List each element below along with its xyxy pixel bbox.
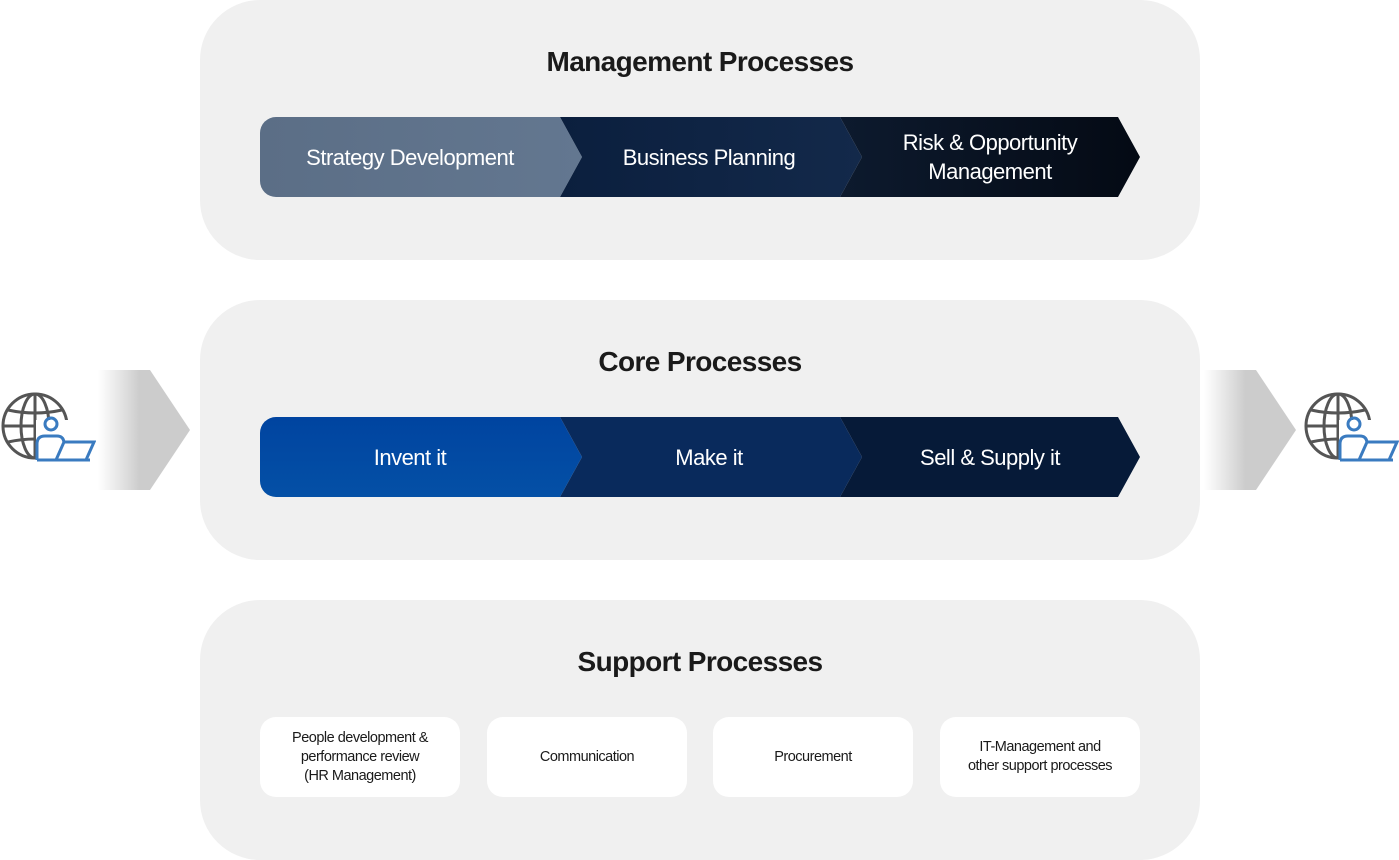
input-arrow <box>98 370 190 490</box>
communication-box: Communication <box>487 717 687 797</box>
strategy-development-step: Strategy Development <box>260 117 582 197</box>
risk-opportunity-management-step: Risk & Opportunity Management <box>840 117 1140 197</box>
core-processes-panel: Core Processes Invent it Make it Sell & … <box>200 300 1200 560</box>
management-processes-title: Management Processes <box>546 46 854 77</box>
sell-supply-it-step: Sell & Supply it <box>840 417 1140 497</box>
support-processes-title: Support Processes <box>577 646 824 677</box>
core-processes-title: Core Processes <box>598 346 802 377</box>
globe-user-laptop-icon <box>1304 392 1399 464</box>
hr-management-box: People development & performance review … <box>260 717 460 797</box>
make-it-step: Make it <box>560 417 862 497</box>
it-management-box: IT-Management and other support processe… <box>940 717 1140 797</box>
procurement-box: Procurement <box>713 717 913 797</box>
globe-user-laptop-icon <box>1 392 96 464</box>
output-arrow <box>1204 370 1296 490</box>
business-planning-step: Business Planning <box>560 117 862 197</box>
support-processes-panel: Support Processes People development & p… <box>200 600 1200 860</box>
invent-it-step: Invent it <box>260 417 582 497</box>
management-processes-panel: Management Processes Strategy Developmen… <box>200 0 1200 260</box>
